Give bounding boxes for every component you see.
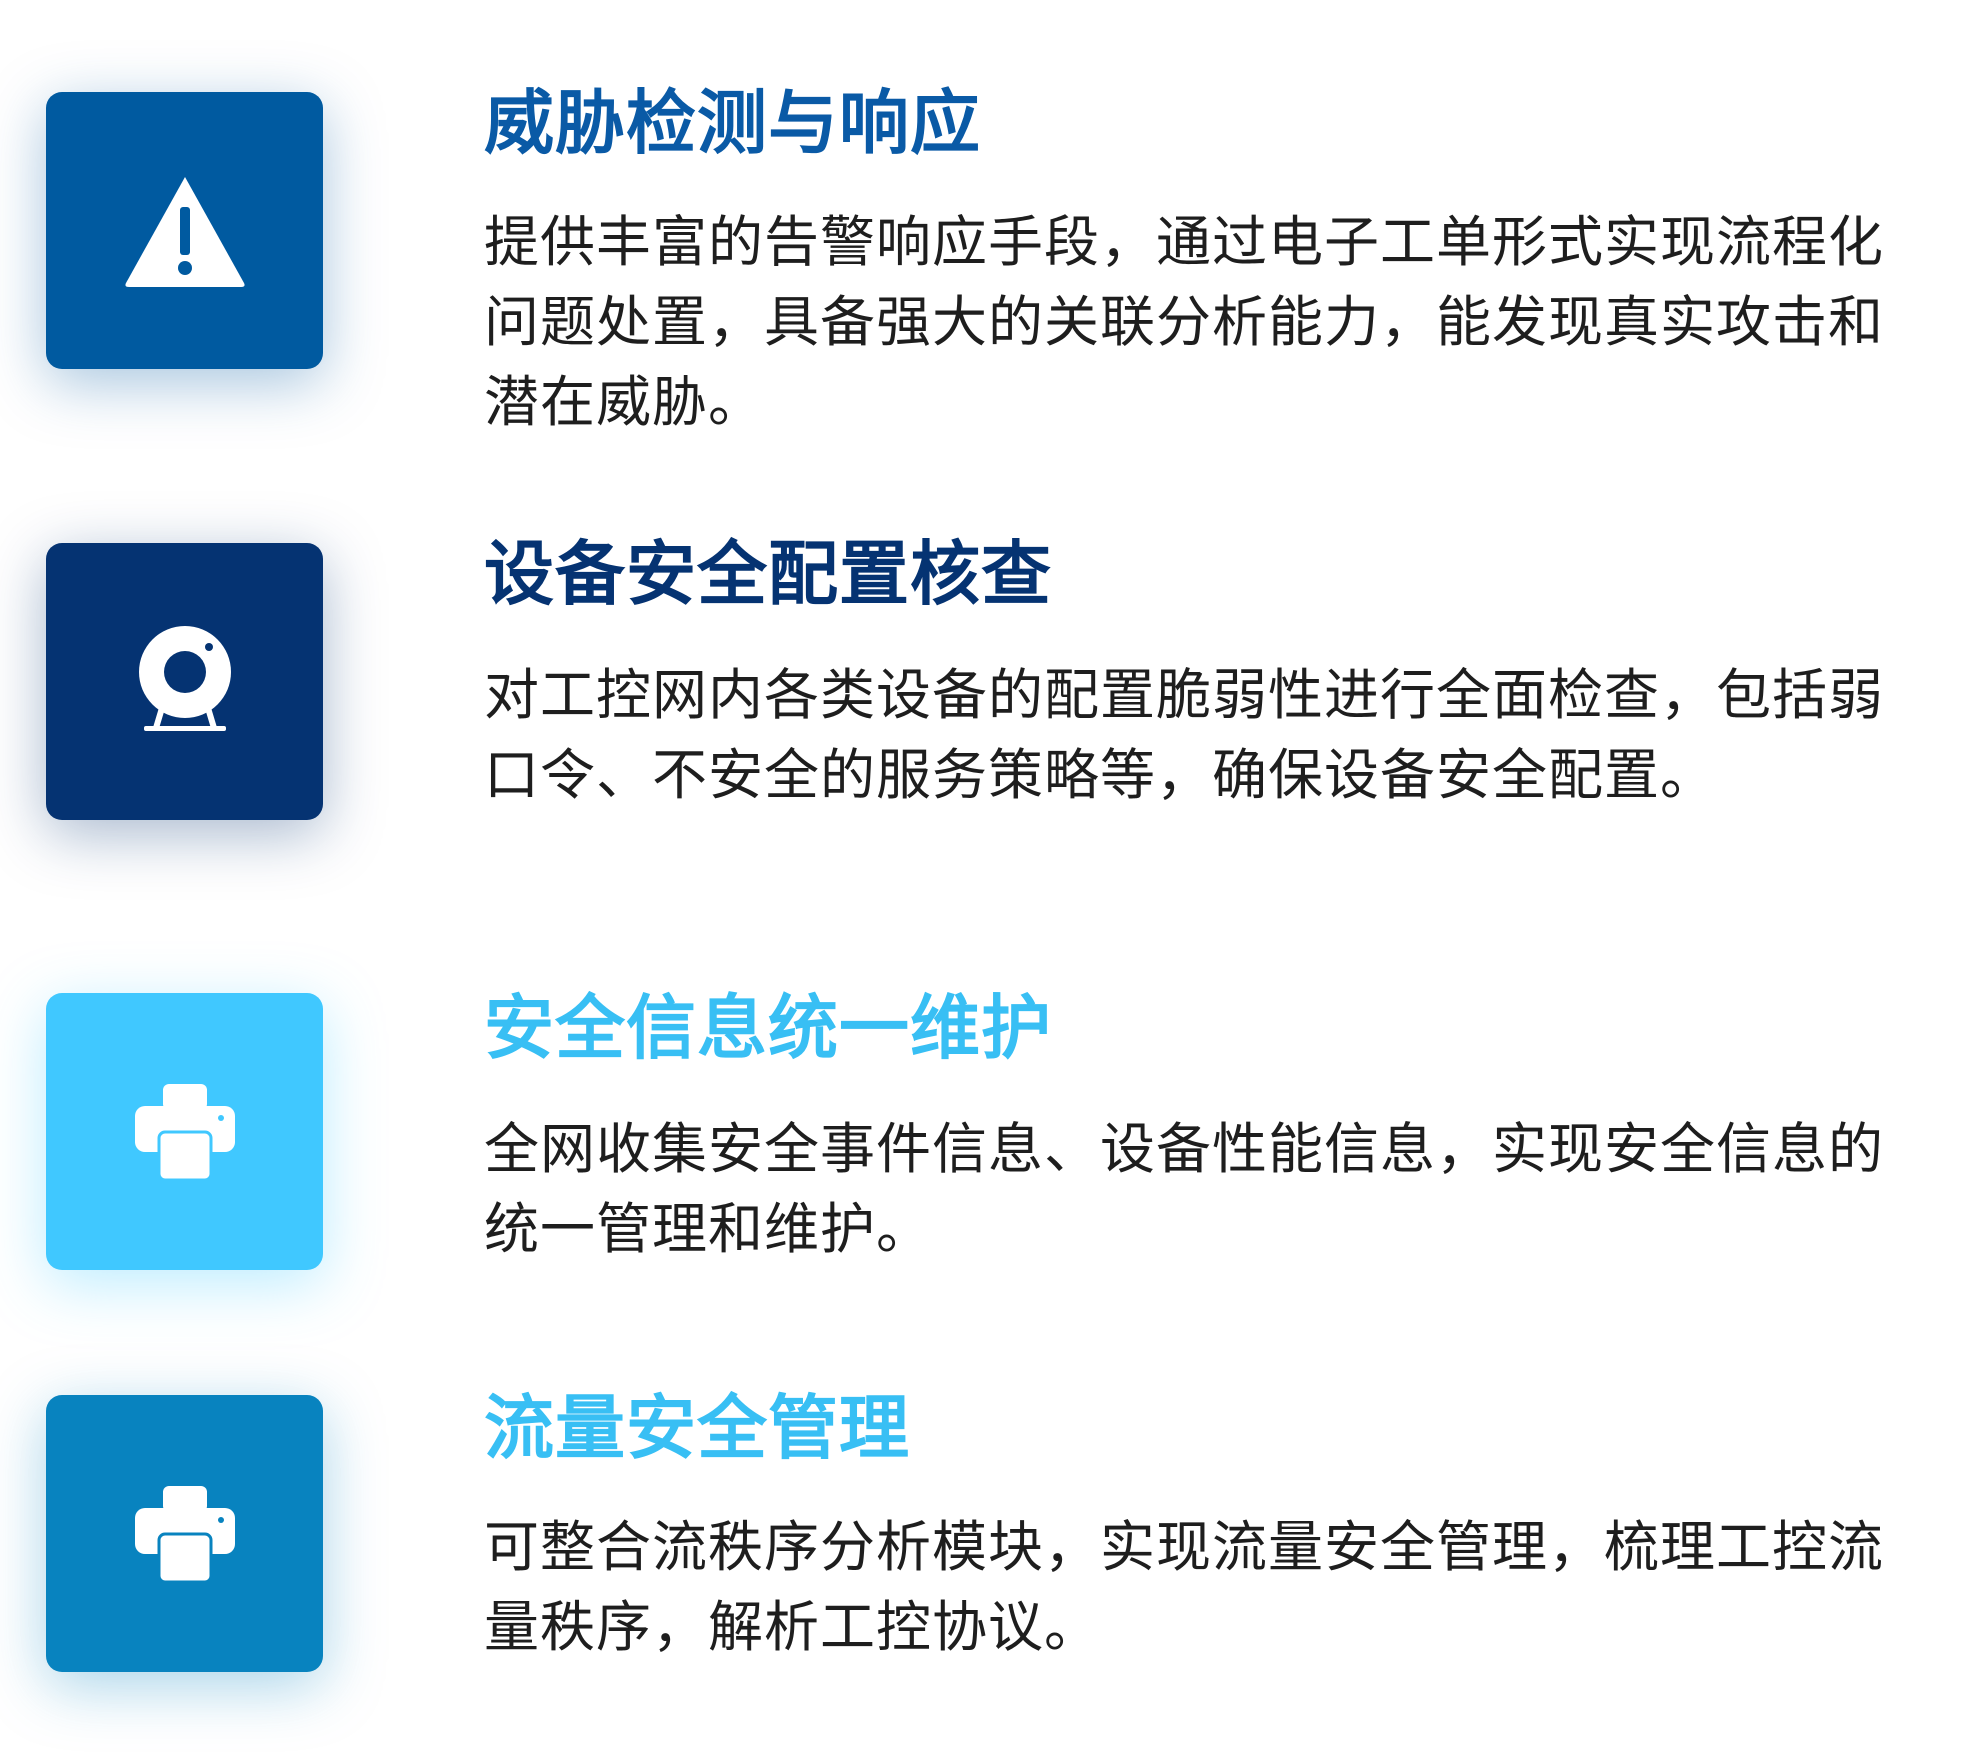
feature-icon-tile: [46, 1395, 323, 1672]
feature-title: 流量安全管理: [484, 1387, 910, 1469]
feature-icon-tile: [46, 92, 323, 369]
printer-icon: [134, 1083, 235, 1181]
feature-description: 对工控网内各类设备的配置脆弱性进行全面检查，包括弱口令、不安全的服务策略等，确保…: [484, 663, 1885, 807]
feature-description: 可整合流秩序分析模块，实现流量安全管理，梳理工控流量秩序，解析工控协议。: [484, 1515, 1885, 1659]
webcam-icon: [138, 625, 231, 731]
feature-icon-tile: [46, 543, 323, 820]
feature-description: 提供丰富的告警响应手段，通过电子工单形式实现流程化问题处置，具备强大的关联分析能…: [484, 210, 1885, 434]
feature-icon-tile: [46, 993, 323, 1270]
feature-title: 设备安全配置核查: [484, 533, 1052, 615]
feature-title: 安全信息统一维护: [484, 987, 1052, 1069]
warning-icon: [124, 176, 245, 287]
printer-icon: [134, 1485, 235, 1583]
feature-description: 全网收集安全事件信息、设备性能信息，实现安全信息的统一管理和维护。: [484, 1117, 1885, 1261]
feature-title: 威胁检测与响应: [484, 82, 981, 164]
